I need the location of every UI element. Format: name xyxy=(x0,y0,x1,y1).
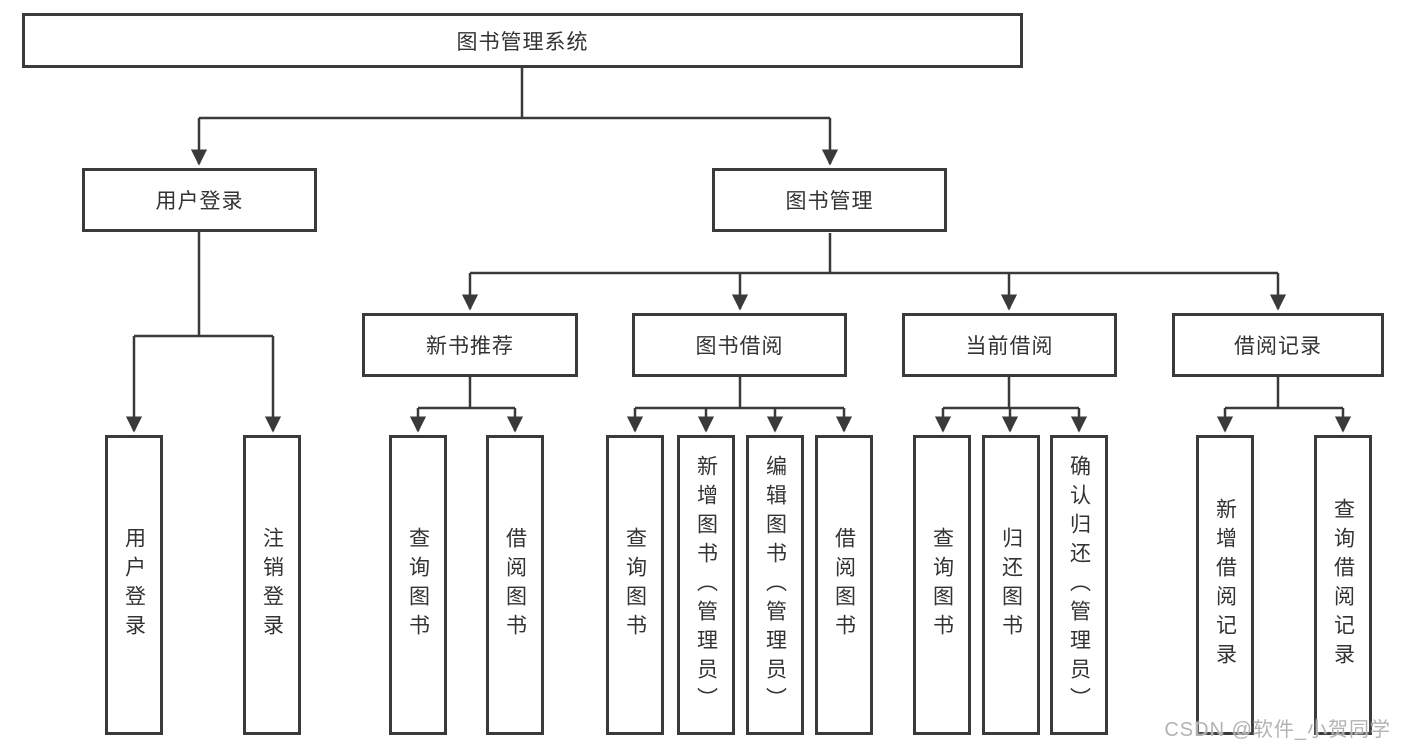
leaf-confirm-return-admin-label: 确认归还（管理员） xyxy=(1067,454,1091,716)
node-root-system-label: 图书管理系统 xyxy=(456,30,589,54)
leaf-borrow-query-books-label: 查询图书 xyxy=(623,527,647,643)
leaf-edit-books-admin-label: 编辑图书（管理员） xyxy=(763,454,787,716)
csdn-watermark: CSDN @软件_小贺同学 xyxy=(1164,719,1391,741)
node-new-book-recommend: 新书推荐 xyxy=(362,313,578,377)
node-current-borrow: 当前借阅 xyxy=(902,313,1117,377)
leaf-current-query-books-label: 查询图书 xyxy=(930,527,954,643)
node-borrow-records: 借阅记录 xyxy=(1172,313,1384,377)
leaf-logout: 注销登录 xyxy=(243,435,301,735)
node-new-book-recommend-label: 新书推荐 xyxy=(426,335,514,358)
leaf-add-books-admin: 新增图书（管理员） xyxy=(677,435,735,735)
node-book-borrow: 图书借阅 xyxy=(632,313,847,377)
leaf-return-books-label: 归还图书 xyxy=(999,527,1023,643)
node-book-management: 图书管理 xyxy=(712,168,947,232)
leaf-borrow-books: 借阅图书 xyxy=(815,435,873,735)
node-borrow-records-label: 借阅记录 xyxy=(1234,335,1322,358)
leaf-recommend-borrow-books-label: 借阅图书 xyxy=(503,527,527,643)
node-book-management-label: 图书管理 xyxy=(785,190,874,213)
leaf-recommend-query-books: 查询图书 xyxy=(389,435,447,735)
node-book-borrow-label: 图书借阅 xyxy=(695,335,784,358)
leaf-borrow-books-label: 借阅图书 xyxy=(832,527,856,643)
node-root-system: 图书管理系统 xyxy=(22,13,1023,68)
node-user-login: 用户登录 xyxy=(82,168,317,232)
leaf-add-borrow-record-label: 新增借阅记录 xyxy=(1213,498,1237,672)
leaf-query-borrow-record: 查询借阅记录 xyxy=(1314,435,1372,735)
node-user-login-label: 用户登录 xyxy=(155,190,244,213)
leaf-confirm-return-admin: 确认归还（管理员） xyxy=(1050,435,1108,735)
leaf-borrow-query-books: 查询图书 xyxy=(606,435,664,735)
leaf-user-login: 用户登录 xyxy=(105,435,163,735)
leaf-edit-books-admin: 编辑图书（管理员） xyxy=(746,435,804,735)
leaf-query-borrow-record-label: 查询借阅记录 xyxy=(1331,498,1355,672)
leaf-return-books: 归还图书 xyxy=(982,435,1040,735)
leaf-recommend-query-books-label: 查询图书 xyxy=(406,527,430,643)
leaf-current-query-books: 查询图书 xyxy=(913,435,971,735)
leaf-add-books-admin-label: 新增图书（管理员） xyxy=(694,454,718,716)
leaf-user-login-label: 用户登录 xyxy=(122,527,146,643)
leaf-add-borrow-record: 新增借阅记录 xyxy=(1196,435,1254,735)
node-current-borrow-label: 当前借阅 xyxy=(965,335,1054,358)
leaf-recommend-borrow-books: 借阅图书 xyxy=(486,435,544,735)
leaf-logout-label: 注销登录 xyxy=(260,527,284,643)
